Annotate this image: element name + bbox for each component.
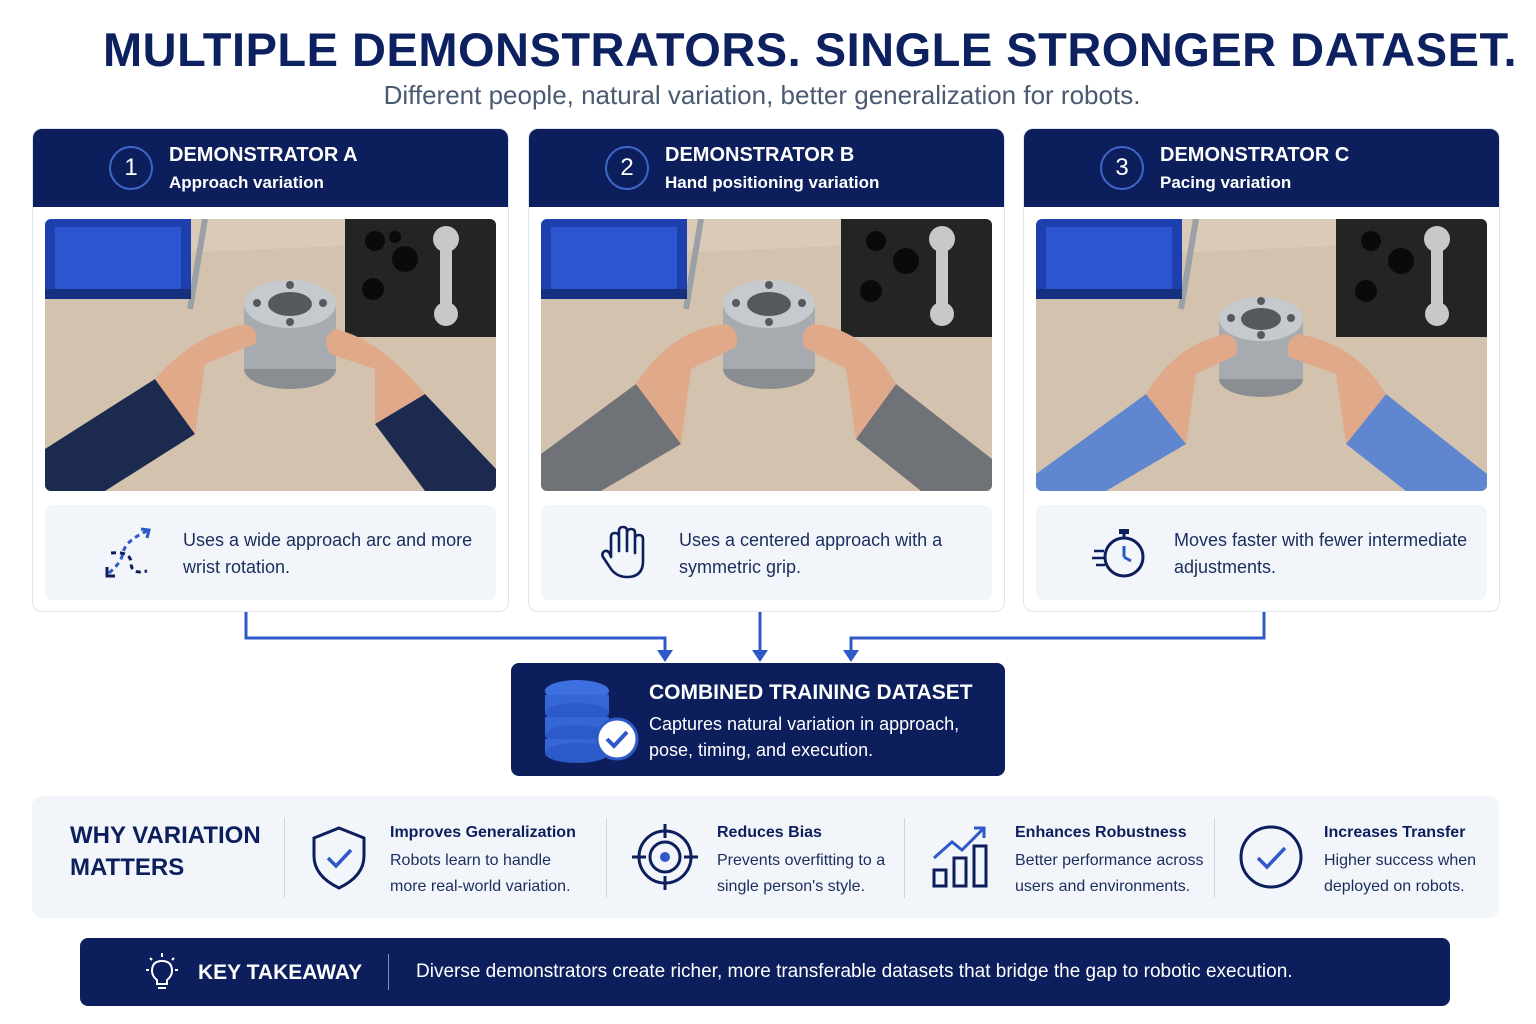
card-header: 1 DEMONSTRATOR A Approach variation bbox=[33, 129, 508, 207]
demonstration-photo bbox=[541, 219, 992, 491]
card-title: DEMONSTRATOR C bbox=[1160, 144, 1350, 166]
database-check-icon bbox=[545, 680, 639, 763]
description-panel: Uses a centered approach with a symmetri… bbox=[541, 505, 992, 600]
check-circle-icon bbox=[1239, 825, 1303, 889]
takeaway-divider bbox=[388, 954, 389, 990]
card-subtitle: Hand positioning variation bbox=[665, 173, 880, 192]
demonstrator-card-b: 2 DEMONSTRATOR B Hand positioning variat… bbox=[528, 128, 1005, 612]
shield-check-icon bbox=[312, 826, 366, 890]
benefit-text: Higher success when deployed on robots. bbox=[1324, 852, 1477, 895]
demonstrator-card-a: 1 DEMONSTRATOR A Approach variation bbox=[32, 128, 509, 612]
hand-icon bbox=[601, 525, 645, 579]
step-number: 3 bbox=[1100, 146, 1144, 190]
card-title: DEMONSTRATOR A bbox=[169, 144, 358, 166]
benefit-title: Increases Transfer bbox=[1324, 824, 1466, 841]
combined-dataset-box: COMBINED TRAINING DATASET Captures natur… bbox=[511, 663, 1005, 776]
divider bbox=[284, 818, 285, 898]
why-variation-panel: WHY VARIATION MATTERS Improves Generaliz… bbox=[32, 796, 1499, 918]
why-title: WHY VARIATION MATTERS bbox=[70, 822, 261, 881]
target-icon bbox=[632, 824, 698, 890]
lightbulb-icon bbox=[146, 953, 178, 989]
benefit-title: Improves Generalization bbox=[390, 824, 576, 841]
growth-chart-icon bbox=[932, 826, 988, 888]
divider bbox=[904, 818, 905, 898]
divider bbox=[1214, 818, 1215, 898]
description-text: Uses a wide approach arc and more wrist … bbox=[183, 530, 473, 577]
benefit-text: Prevents overfitting to a single person'… bbox=[717, 852, 886, 895]
card-header: 2 DEMONSTRATOR B Hand positioning variat… bbox=[529, 129, 1004, 207]
page-title: MULTIPLE DEMONSTRATORS. SINGLE STRONGER … bbox=[102, 23, 1517, 76]
step-number: 1 bbox=[109, 146, 153, 190]
description-text: Uses a centered approach with a symmetri… bbox=[679, 530, 943, 577]
stopwatch-icon bbox=[1092, 529, 1145, 578]
approach-arc-icon bbox=[105, 527, 151, 578]
benefit-text: Better performance across users and envi… bbox=[1015, 852, 1204, 895]
key-takeaway-bar: KEY TAKEAWAY Diverse demonstrators creat… bbox=[80, 938, 1450, 1006]
card-title: DEMONSTRATOR B bbox=[665, 144, 855, 166]
dataset-title: COMBINED TRAINING DATASET bbox=[649, 681, 973, 704]
page-subtitle: Different people, natural variation, bet… bbox=[383, 80, 1141, 110]
card-subtitle: Pacing variation bbox=[1160, 173, 1292, 192]
card-header: 3 DEMONSTRATOR C Pacing variation bbox=[1024, 129, 1499, 207]
demonstration-photo bbox=[1036, 219, 1487, 491]
description-panel: Uses a wide approach arc and more wrist … bbox=[45, 505, 496, 600]
card-subtitle: Approach variation bbox=[169, 173, 324, 192]
description-panel: Moves faster with fewer intermediate adj… bbox=[1036, 505, 1487, 600]
benefit-title: Enhances Robustness bbox=[1015, 824, 1187, 841]
demonstrator-card-c: 3 DEMONSTRATOR C Pacing variation bbox=[1023, 128, 1500, 612]
demonstration-photo bbox=[45, 219, 496, 491]
takeaway-text: Diverse demonstrators create richer, mor… bbox=[416, 961, 1293, 982]
step-number: 2 bbox=[605, 146, 649, 190]
benefit-title: Reduces Bias bbox=[717, 824, 822, 841]
benefit-text: Robots learn to handle more real-world v… bbox=[390, 852, 571, 895]
takeaway-title: KEY TAKEAWAY bbox=[198, 961, 363, 984]
description-text: Moves faster with fewer intermediate adj… bbox=[1174, 530, 1468, 577]
dataset-description: Captures natural variation in approach, … bbox=[649, 714, 960, 760]
divider bbox=[606, 818, 607, 898]
